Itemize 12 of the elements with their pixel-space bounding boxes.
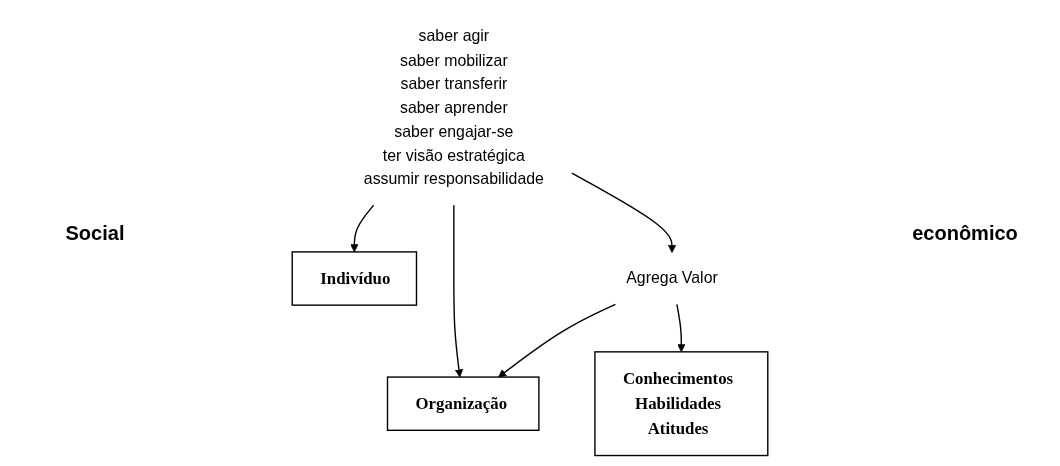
node-box: Conhecimentos Habilidades Atitudes xyxy=(594,351,769,457)
arrow xyxy=(571,172,677,253)
side-label: econômico xyxy=(911,221,1019,245)
arrow xyxy=(498,303,617,378)
arrow xyxy=(350,204,375,253)
node-box: Organização xyxy=(386,376,540,431)
node-text: saber agir saber mobilizar saber transferir saber aprender saber engajar-se ter visão estratégica assumir responsabilidade xyxy=(363,27,544,188)
arrow xyxy=(676,303,686,353)
node-text: Agrega Valor xyxy=(626,269,718,288)
side-label: Social xyxy=(64,221,126,245)
arrow xyxy=(453,204,464,378)
node-box: Indivíduo xyxy=(291,251,418,306)
